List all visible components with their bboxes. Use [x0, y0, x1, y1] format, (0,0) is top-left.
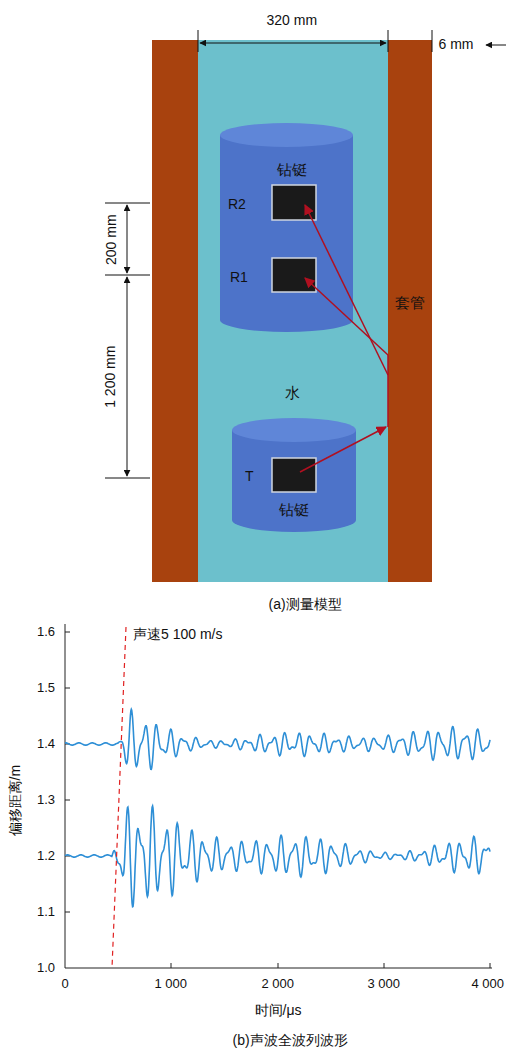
caption: (b)声波全波列波形 — [233, 1033, 348, 1048]
tick-label: 1.4 — [37, 737, 55, 751]
transmitter-name: T — [245, 469, 254, 484]
axis-title: 时间/μs — [255, 1003, 302, 1018]
caption: (a)测量模型 — [269, 597, 342, 612]
tick-label: 1 000 — [155, 977, 188, 991]
drill-collar: 钻铤 — [220, 123, 353, 333]
casing-wall — [152, 40, 198, 582]
annotation: 声速5 100 m/s — [133, 627, 222, 642]
chart-axes — [65, 624, 492, 968]
tick-label: 1.1 — [37, 905, 55, 919]
waveform — [65, 806, 490, 907]
axis-title: 偏移距离/m — [8, 764, 23, 836]
tick-label: 1.5 — [37, 681, 55, 695]
ray-path — [300, 205, 388, 472]
casing: 套管 — [388, 40, 432, 582]
receiver-name: R2 — [228, 197, 246, 212]
tick-label: 0 — [62, 977, 69, 991]
node-label: 钻铤 — [277, 162, 307, 179]
dimension: 6 mm — [439, 37, 474, 52]
tick-label: 1.0 — [37, 961, 55, 975]
velocity-line — [112, 627, 126, 968]
tick-label: 2 000 — [262, 977, 295, 991]
tick-label: 1.3 — [37, 793, 55, 807]
tick-label: 3 000 — [368, 977, 401, 991]
waveform — [65, 709, 490, 769]
tick-label: 4 000 — [472, 977, 505, 991]
dimension: 1 200 mm — [103, 345, 118, 407]
water-region: 水钻铤钻铤 — [198, 40, 388, 582]
node-label: 套管 — [395, 295, 425, 312]
waveforms — [65, 709, 490, 906]
receiver-name: R1 — [230, 270, 248, 285]
water — [198, 40, 388, 582]
node-label: 水 — [285, 385, 300, 402]
dimension: 320 mm — [267, 13, 318, 28]
node-label: 钻铤 — [279, 502, 309, 519]
tick-label: 1.6 — [37, 625, 55, 639]
dimension-lines — [105, 30, 506, 478]
drill-collar — [220, 123, 353, 332]
dimension: 200 mm — [103, 214, 118, 265]
tick-label: 1.2 — [37, 849, 55, 863]
casing-wall — [388, 40, 432, 582]
drill-collar — [232, 418, 356, 532]
